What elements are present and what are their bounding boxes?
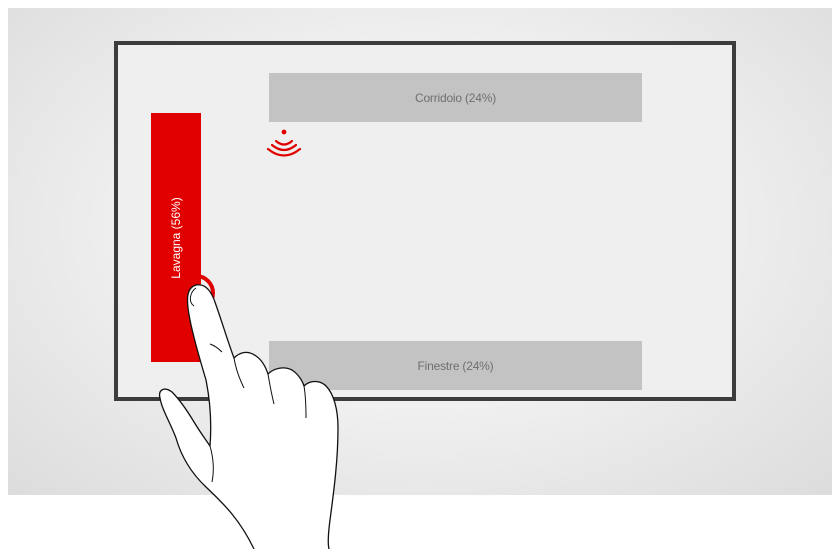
stage: Corridoio (24%) Lavagna (56%) Finestre (… (8, 8, 832, 495)
zone-finestre-label: Finestre (24%) (418, 359, 494, 373)
zone-lavagna-label: Lavagna (56%) (169, 197, 183, 278)
zone-lavagna[interactable]: Lavagna (56%) (151, 113, 201, 362)
zone-corridoio[interactable]: Corridoio (24%) (269, 73, 642, 122)
wifi-signal-icon (266, 128, 302, 158)
zone-finestre[interactable]: Finestre (24%) (269, 341, 642, 390)
room-map: Corridoio (24%) Lavagna (56%) Finestre (… (114, 41, 736, 401)
zone-corridoio-label: Corridoio (24%) (415, 91, 496, 105)
